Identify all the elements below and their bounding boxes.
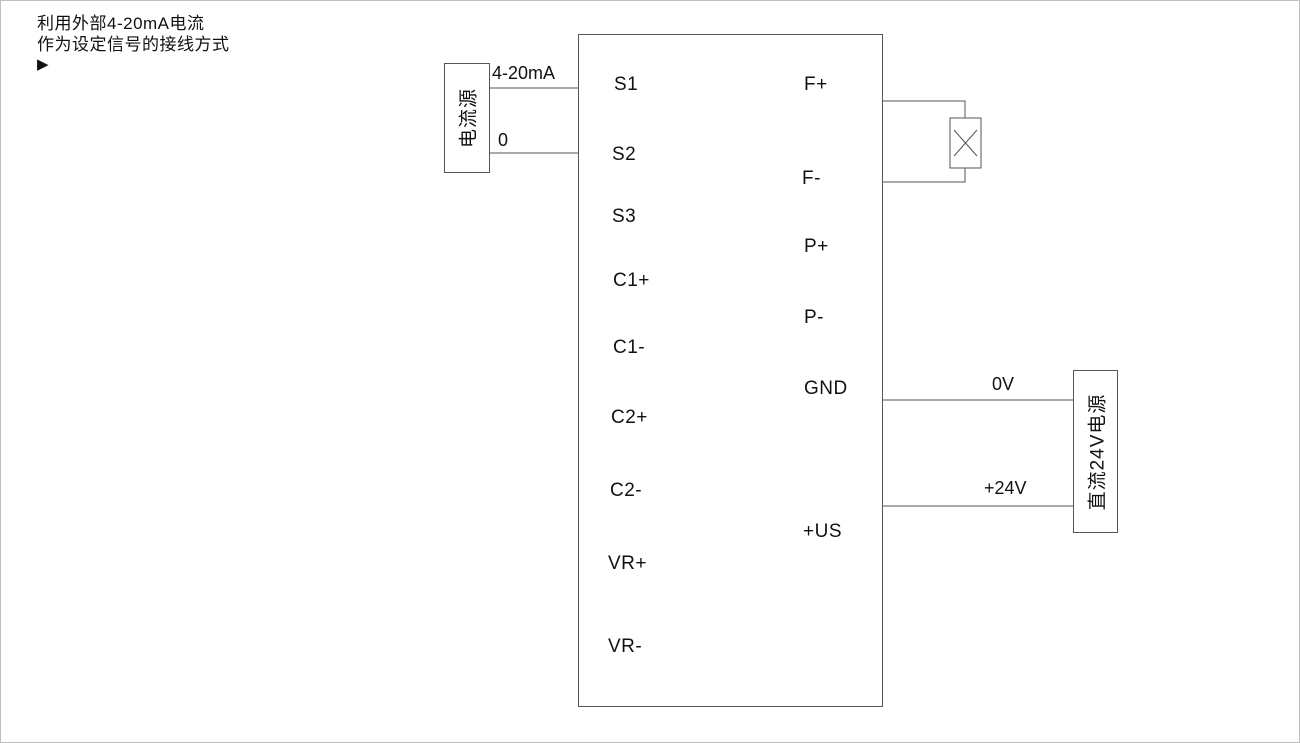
terminal-s1: S1 [614, 74, 639, 95]
terminal-p-minus: P- [804, 307, 824, 328]
terminal-vr-plus: VR+ [608, 553, 647, 574]
terminal-s3: S3 [612, 206, 637, 227]
title-line-1: 利用外部4-20mA电流 [37, 14, 205, 33]
terminal-s2: S2 [612, 144, 637, 165]
terminal-gnd: GND [804, 378, 848, 399]
terminal-f-plus: F+ [804, 74, 828, 95]
dc-supply-label: 直流24V电源 [1087, 393, 1108, 510]
terminal-vr-minus: VR- [608, 636, 643, 657]
title-line-2: 作为设定信号的接线方式 [37, 35, 230, 54]
current-source-box: 电流源 [444, 63, 490, 173]
terminal-c2-plus: C2+ [611, 407, 648, 428]
terminal-c2-minus: C2- [610, 480, 643, 501]
terminal-c1-minus: C1- [613, 337, 646, 358]
play-arrow-icon: ▶ [37, 56, 50, 73]
diagram-title: 利用外部4-20mA电流 作为设定信号的接线方式 ▶ [37, 13, 230, 74]
terminal-f-minus: F- [802, 168, 821, 189]
wire-label-signal-return: 0 [498, 130, 509, 150]
valve-icon [949, 117, 982, 169]
controller-box [578, 34, 883, 707]
wire-label-zero-volt: 0V [992, 374, 1015, 394]
current-source-label: 电流源 [458, 87, 480, 149]
terminal-p-plus: P+ [804, 236, 829, 257]
wire-label-signal: 4-20mA [492, 63, 556, 83]
terminal-plus-us: +US [803, 521, 842, 542]
wire-label-plus-24v: +24V [984, 478, 1027, 498]
wire-f-plus [883, 100, 966, 118]
dc-supply-box: 直流24V电源 [1073, 370, 1118, 533]
wire-f-minus [883, 168, 966, 183]
terminal-c1-plus: C1+ [613, 270, 650, 291]
